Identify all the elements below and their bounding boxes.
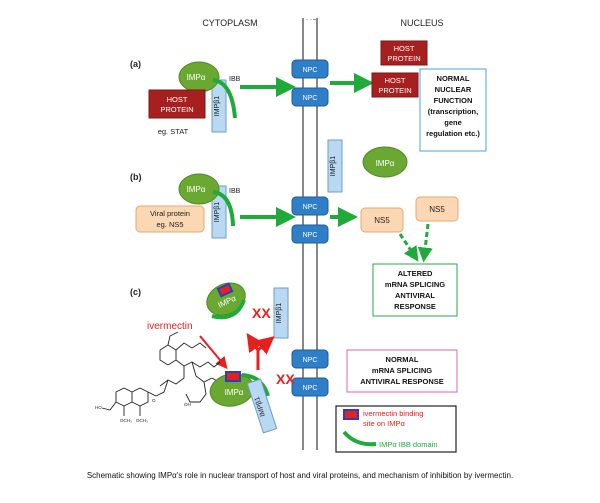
svg-text:IBB: IBB (229, 76, 241, 83)
svg-text:IMPβ1: IMPβ1 (276, 303, 283, 323)
xx-block-top: XX (252, 305, 271, 321)
svg-text:ANTIVIRAL RESPONSE: ANTIVIRAL RESPONSE (360, 377, 444, 386)
altered-splicing-box: ALTERED mRNA SPLICING ANTIVIRAL RESPONSE (372, 263, 458, 317)
svg-text:regulation etc.): regulation etc.) (426, 129, 480, 138)
svg-text:HOST: HOST (385, 76, 406, 85)
red-split-arrows (246, 333, 275, 370)
panel-b-label: (b) (130, 172, 142, 182)
svg-text:NORMAL: NORMAL (437, 74, 470, 83)
svg-text:NPC: NPC (303, 95, 318, 102)
svg-text:NPC: NPC (303, 232, 318, 239)
legend-ibb-swatch (342, 430, 377, 447)
nuclear-envelope (296, 18, 324, 480)
npc-4: NPC (291, 224, 329, 244)
svg-text:mRNA SPLICING: mRNA SPLICING (385, 280, 445, 289)
svg-text:IMPβ1: IMPβ1 (214, 202, 221, 222)
svg-text:IMPβ1: IMPβ1 (330, 156, 337, 176)
ns5-box-2: NS5 (415, 196, 459, 222)
svg-text:OCH₃: OCH₃ (136, 418, 148, 423)
panel-b-complex: IMPβ1 IMPα IBB Viral protein eg. NS5 (135, 173, 241, 239)
legend-binding-line1: ivermectin binding (363, 409, 423, 418)
nucleus-label: NUCLEUS (400, 18, 443, 28)
npc-5: NPC (291, 349, 329, 369)
svg-text:NPC: NPC (303, 385, 318, 392)
svg-text:IMPβ1: IMPβ1 (214, 96, 221, 116)
panel-a-complex: IMPβ1 IMPα IBB HOST PROTEIN eg. STAT (148, 61, 241, 136)
svg-text:ALTERED: ALTERED (398, 269, 433, 278)
ivermectin-label: ivermectin (147, 321, 193, 332)
npc-1: NPC (291, 59, 329, 79)
npc-2: NPC (291, 87, 329, 107)
svg-text:NPC: NPC (303, 67, 318, 74)
svg-text:O: O (152, 398, 156, 403)
svg-text:mRNA SPLICING: mRNA SPLICING (372, 366, 432, 375)
legend-binding-line2: site on IMPα (363, 419, 406, 428)
svg-text:IMPα: IMPα (225, 388, 244, 397)
svg-text:IBB: IBB (229, 188, 241, 195)
imp-beta1-released-b: IMPβ1 (327, 139, 343, 193)
npc-group: NPC NPC NPC NPC NPC NPC (291, 59, 329, 397)
svg-text:OCH₃: OCH₃ (120, 418, 132, 423)
eg-stat-label: eg. STAT (158, 127, 189, 136)
xx-block-bottom: XX (276, 371, 295, 387)
svg-text:NPC: NPC (303, 357, 318, 364)
host-protein-a-line2: PROTEIN (160, 105, 193, 114)
arrow-ns5-2 (417, 223, 433, 263)
cytoplasm-label: CYTOPLASM (202, 18, 257, 28)
svg-text:OH: OH (184, 402, 191, 407)
svg-text:(transcription,: (transcription, (428, 107, 478, 116)
panel-c-label: (c) (130, 287, 141, 297)
svg-text:NPC: NPC (303, 204, 318, 211)
svg-text:IMPα: IMPα (187, 73, 206, 82)
ivermectin-structure (101, 331, 229, 416)
svg-text:NUCLEAR: NUCLEAR (435, 85, 472, 94)
normal-nuclear-function-box: NORMAL NUCLEAR FUNCTION (transcription, … (419, 68, 487, 152)
svg-text:RESPONSE: RESPONSE (394, 302, 436, 311)
viral-protein-line2: eg. NS5 (156, 220, 183, 229)
svg-text:NS5: NS5 (429, 205, 445, 214)
figure-caption: Schematic showing IMPα's role in nuclear… (87, 471, 513, 480)
legend-box: ivermectin binding site on IMPα IMPα IBB… (335, 405, 457, 453)
arrow-ns5-1 (398, 233, 419, 262)
svg-text:IMPα: IMPα (376, 159, 395, 168)
svg-text:gene: gene (444, 118, 462, 127)
host-protein-a-line1: HOST (167, 95, 188, 104)
imp-beta1-free-c: IMPβ1 (273, 287, 289, 339)
host-protein-nucleus-a: HOST PROTEIN HOST PROTEIN (371, 40, 428, 98)
svg-text:IMPα: IMPα (187, 185, 206, 194)
ivermectin-arrow (199, 335, 228, 370)
imp-alpha-released-b: IMPα (362, 146, 408, 178)
ns5-box-1: NS5 (360, 207, 404, 233)
imp-alpha-bound-top: IMPα (206, 282, 246, 320)
svg-text:FUNCTION: FUNCTION (434, 96, 473, 105)
npc-3: NPC (291, 196, 329, 216)
svg-text:HO: HO (95, 405, 102, 410)
svg-text:NS5: NS5 (374, 216, 390, 225)
svg-text:NORMAL: NORMAL (386, 355, 419, 364)
imp-beta1-tilted-c: IMPβ1 (246, 378, 278, 434)
svg-text:HOST: HOST (394, 44, 415, 53)
viral-protein-line1: Viral protein (150, 209, 190, 218)
svg-text:ANTIVIRAL: ANTIVIRAL (395, 291, 435, 300)
normal-splicing-box: NORMAL mRNA SPLICING ANTIVIRAL RESPONSE (346, 349, 458, 393)
panel-a-label: (a) (130, 59, 141, 69)
svg-text:PROTEIN: PROTEIN (387, 54, 420, 63)
legend-binding-site-swatch (343, 409, 359, 420)
npc-6: NPC (291, 377, 329, 397)
legend-ibb-label: IMPα IBB domain (379, 440, 438, 449)
ivermectin-structure-labels: HO OCH₃ OCH₃ O OH (95, 398, 191, 423)
svg-text:PROTEIN: PROTEIN (378, 86, 411, 95)
